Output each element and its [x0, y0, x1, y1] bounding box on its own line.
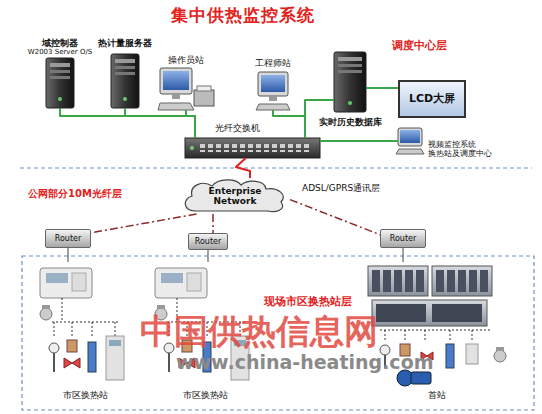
fiber-link [366, 87, 398, 89]
node-label: 光纤交换机 [215, 123, 260, 133]
server-icon: 域控制器W2003 Server O/S [46, 58, 74, 108]
diagram-title: 集中供热监控系统 [171, 6, 315, 26]
switch-box: 光纤交换机 [185, 138, 320, 158]
layer-separator [20, 167, 532, 168]
layer-label: 公网部分10M光纤层 [28, 188, 122, 200]
text-holder: www.china-heating.com [176, 352, 433, 374]
watermark: www.china-heating.com [176, 352, 433, 374]
node-label: 首站 [428, 390, 446, 400]
server-icon: 实时历史数据库 [334, 52, 366, 112]
node-label: 实时历史数据库 [319, 117, 382, 127]
network-link [212, 214, 214, 233]
text-holder: 域控制器 [42, 38, 78, 48]
computer-icon: 工程师站 [256, 72, 290, 110]
text-holder: 实时历史数据库 [319, 117, 382, 127]
text-holder: ADSL/GPRS通讯层 [302, 183, 380, 193]
node-label: Router [195, 237, 222, 246]
text-holder: 操作员站 [168, 55, 204, 65]
network-link [290, 200, 380, 235]
node-label: 视频监控系统 换热站及调度中心 [428, 140, 496, 158]
computer-icon [256, 72, 290, 110]
node-label: 操作员站 [168, 55, 204, 65]
router-box: Router [380, 229, 426, 248]
text-holder: 市区换热站 [63, 390, 108, 400]
server-icon: 热计量服务器 [111, 54, 139, 108]
computer-icon [396, 128, 424, 154]
fiber-link [186, 110, 195, 138]
text-holder: 热计量服务器 [98, 38, 152, 48]
fiber-link [60, 108, 195, 138]
text-holder: 集中供热监控系统 [171, 6, 315, 26]
node-label: Router [390, 234, 417, 243]
text-holder: 视频监控系统 换热站及调度中心 [428, 140, 496, 158]
server-tower [334, 52, 366, 112]
fiber-link [273, 110, 305, 138]
node-label: Enterprise Network [203, 186, 267, 207]
lcd-screen: LCD大屏 [398, 80, 466, 118]
node-label: 市区换热站 [63, 390, 108, 400]
text-holder: 调度中心层 [392, 40, 447, 53]
text-holder: 工程师站 [255, 58, 291, 68]
station-area: 市区换热站 [150, 262, 260, 404]
computer-icon [158, 68, 214, 110]
node-label: LCD大屏 [409, 93, 455, 106]
fiber-link [125, 108, 195, 138]
station-area: 市区换热站 [35, 262, 135, 404]
node-label: 热计量服务器 [98, 38, 152, 48]
text-holder: 现场市区换热站层 [264, 296, 352, 309]
station-link [208, 250, 209, 262]
network-link [91, 214, 197, 233]
server-tower [111, 54, 139, 108]
text-holder: 中国供热信息网 [140, 312, 378, 351]
fiber-switch [185, 138, 320, 158]
wan-link [236, 158, 250, 178]
text-holder: 首站 [428, 390, 446, 400]
text-holder: 光纤交换机 [215, 123, 260, 133]
station-link [68, 248, 69, 262]
field-region [22, 256, 534, 410]
node-label: 市区换热站 [183, 390, 228, 400]
cloud-shape: Enterprise Network [180, 178, 290, 214]
node-label: Router [55, 234, 82, 243]
fiber-link [320, 140, 398, 142]
layer-label: 现场市区换热站层 [264, 296, 352, 309]
node-label: 工程师站 [255, 58, 291, 68]
station-area: 首站 [362, 262, 512, 404]
station-equipment [40, 268, 124, 380]
node-label: 域控制器 [42, 38, 78, 48]
layer-label: 调度中心层 [392, 40, 447, 53]
text-holder: 公网部分10M光纤层 [28, 188, 122, 200]
computer-icon: 操作员站 [158, 68, 214, 110]
router-box: Router [188, 233, 228, 250]
router-box: Router [45, 229, 91, 248]
text-holder: 市区换热站 [183, 390, 228, 400]
node-label: W2003 Server O/S [28, 48, 92, 56]
station-link [403, 248, 404, 262]
watermark: 中国供热信息网 [140, 312, 378, 351]
computer-icon: 视频监控系统 换热站及调度中心 [398, 128, 424, 154]
layer-label: ADSL/GPRS通讯层 [302, 183, 380, 193]
text-holder: W2003 Server O/S [28, 48, 92, 56]
server-tower [46, 58, 74, 108]
